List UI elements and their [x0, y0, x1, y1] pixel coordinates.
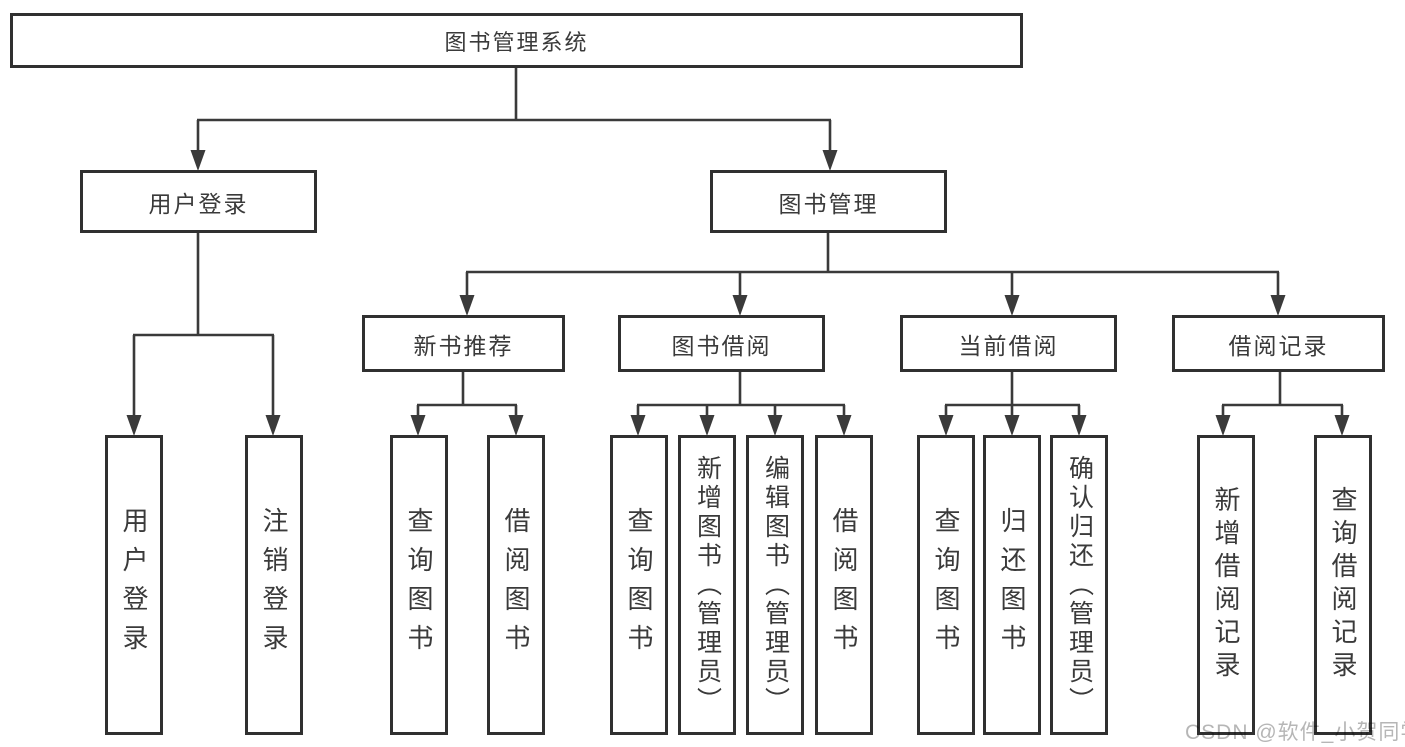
node-label: 归还图书 [997, 507, 1027, 663]
node-label: 借阅图书 [501, 507, 531, 663]
node-leaf-logout: 注销登录 [245, 435, 303, 735]
node-label: 图书管理系统 [444, 29, 589, 55]
node-label: 图书借阅 [671, 332, 772, 359]
node-label: 当前借阅 [958, 332, 1059, 359]
node-label: 新增借阅记录 [1211, 486, 1241, 684]
node-leaf-query-book-2: 查询图书 [610, 435, 668, 735]
node-label: 用户登录 [119, 507, 149, 663]
node-leaf-query-borrow-record: 查询借阅记录 [1314, 435, 1372, 735]
node-leaf-add-borrow-record: 新增借阅记录 [1197, 435, 1255, 735]
node-label: 查询图书 [931, 507, 961, 663]
node-leaf-query-book-3: 查询图书 [917, 435, 975, 735]
node-leaf-user-login: 用户登录 [105, 435, 163, 735]
node-label: 查询图书 [624, 507, 654, 663]
node-book-borrow: 图书借阅 [618, 315, 825, 372]
node-leaf-borrow-book-1: 借阅图书 [487, 435, 545, 735]
node-leaf-borrow-book-2: 借阅图书 [815, 435, 873, 735]
node-label: 新书推荐 [413, 332, 514, 359]
node-label: 注销登录 [259, 507, 289, 663]
node-new-book-recommend: 新书推荐 [362, 315, 565, 372]
node-book-management: 图书管理 [710, 170, 947, 233]
node-user-login: 用户登录 [80, 170, 317, 233]
node-label: 查询借阅记录 [1328, 486, 1358, 684]
node-library-management-system: 图书管理系统 [10, 13, 1023, 68]
node-label: 编辑图书（管理员） [761, 454, 790, 716]
node-current-borrow: 当前借阅 [900, 315, 1117, 372]
node-label: 查询图书 [404, 507, 434, 663]
node-borrow-records: 借阅记录 [1172, 315, 1385, 372]
node-leaf-query-book-1: 查询图书 [390, 435, 448, 735]
csdn-watermark: CSDN @软件_小贺同学 [1185, 721, 1405, 744]
node-label: 借阅记录 [1228, 332, 1329, 359]
node-leaf-add-book-admin: 新增图书（管理员） [678, 435, 736, 735]
node-leaf-confirm-return-admin: 确认归还（管理员） [1050, 435, 1108, 735]
node-label: 图书管理 [778, 190, 879, 217]
node-label: 新增图书（管理员） [693, 454, 722, 716]
node-leaf-edit-book-admin: 编辑图书（管理员） [746, 435, 804, 735]
node-label: 借阅图书 [829, 507, 859, 663]
node-label: 确认归还（管理员） [1065, 454, 1094, 716]
node-label: 用户登录 [148, 190, 249, 217]
node-leaf-return-book: 归还图书 [983, 435, 1041, 735]
